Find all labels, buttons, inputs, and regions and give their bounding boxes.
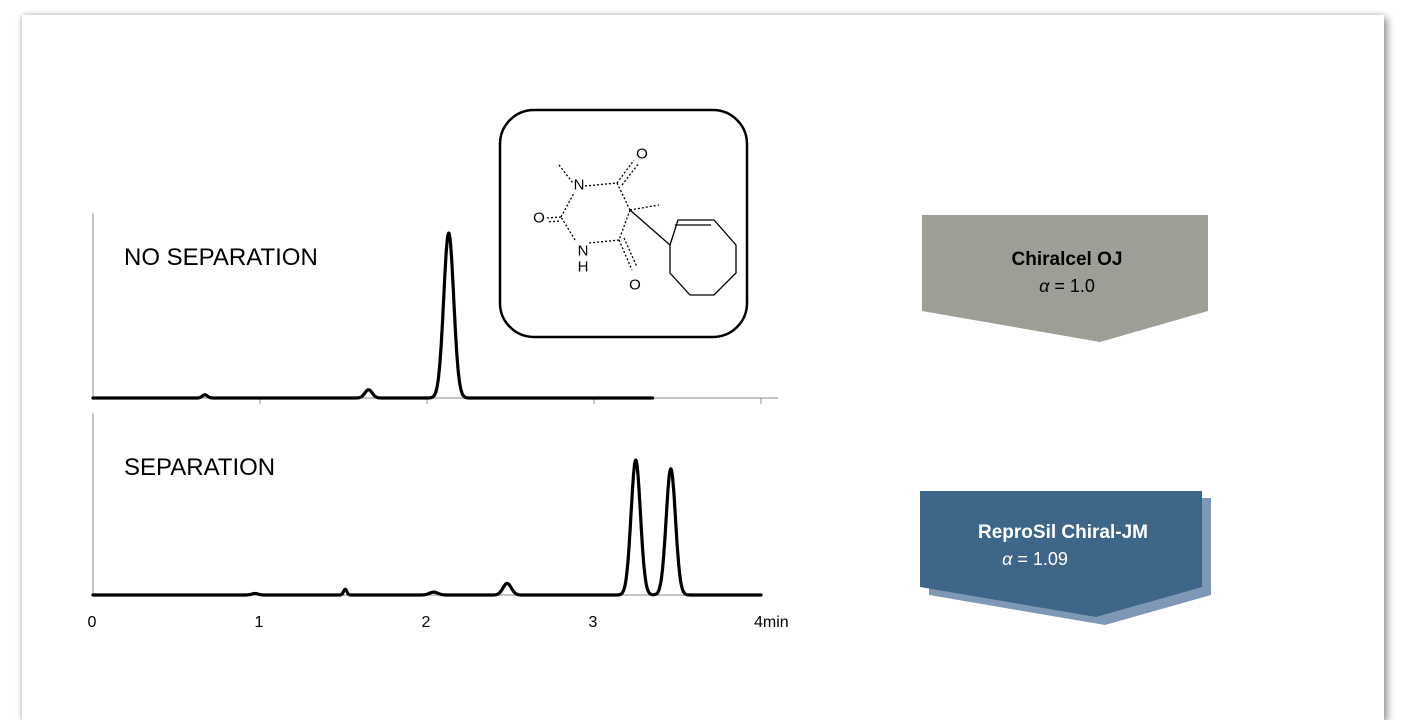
panel-label-bottom: SEPARATION [124, 454, 275, 481]
trace-no-separation [91, 231, 655, 400]
column-badge-chiralcel: Chiralcel OJ α = 1.0 [922, 215, 1208, 342]
badge-reprosil-shape [920, 491, 1202, 617]
column-name-chiralcel: Chiralcel OJ [1012, 249, 1123, 270]
column-name-reprosil: ReproSil Chiral-JM [978, 522, 1148, 543]
bond [618, 239, 633, 271]
chromatogram-bottom: SEPARATION 0 1 2 3 4min [88, 413, 789, 631]
atom-n1: N [574, 177, 585, 194]
bond [616, 182, 631, 211]
atom-n3: N [578, 243, 589, 260]
bond [616, 159, 635, 184]
bond [618, 209, 631, 241]
x-tick-label-3: 3 [589, 614, 598, 631]
atom-h: H [578, 259, 589, 276]
alpha-value-reprosil: α = 1.09 [1002, 549, 1068, 569]
x-tick-label-2: 2 [422, 614, 431, 631]
column-badge-reprosil: ReproSil Chiral-JM α = 1.09 [920, 491, 1211, 625]
atom-o-left: O [533, 210, 545, 227]
bond [629, 204, 660, 211]
atom-o-top: O [636, 146, 648, 163]
atom-o-bottom: O [629, 277, 641, 294]
trace-separation [91, 458, 763, 597]
chromatogram-top: NO SEPARATION [91, 213, 778, 404]
x-tick-label-0: 0 [88, 614, 97, 631]
cyclohexenyl-ring [669, 219, 737, 296]
x-tick-label-1: 1 [255, 614, 264, 631]
molecule-box [498, 108, 749, 339]
bond [560, 216, 576, 241]
x-tick-label-4: 4min [754, 614, 789, 631]
bond [629, 209, 671, 246]
slide-card: NO SEPARATION SEPARATION 0 1 2 3 4min [22, 15, 1384, 720]
bond [623, 237, 638, 268]
badge-chiralcel-shape [922, 215, 1208, 342]
molecule-structure: N O O N H O [498, 108, 749, 339]
bond [621, 162, 640, 186]
chromatogram-figure: NO SEPARATION SEPARATION 0 1 2 3 4min [88, 108, 1211, 631]
bond [560, 192, 575, 218]
alpha-value-chiralcel: α = 1.0 [1039, 276, 1095, 296]
bond [584, 182, 618, 187]
panel-label-top: NO SEPARATION [124, 244, 318, 271]
bond [588, 239, 620, 244]
